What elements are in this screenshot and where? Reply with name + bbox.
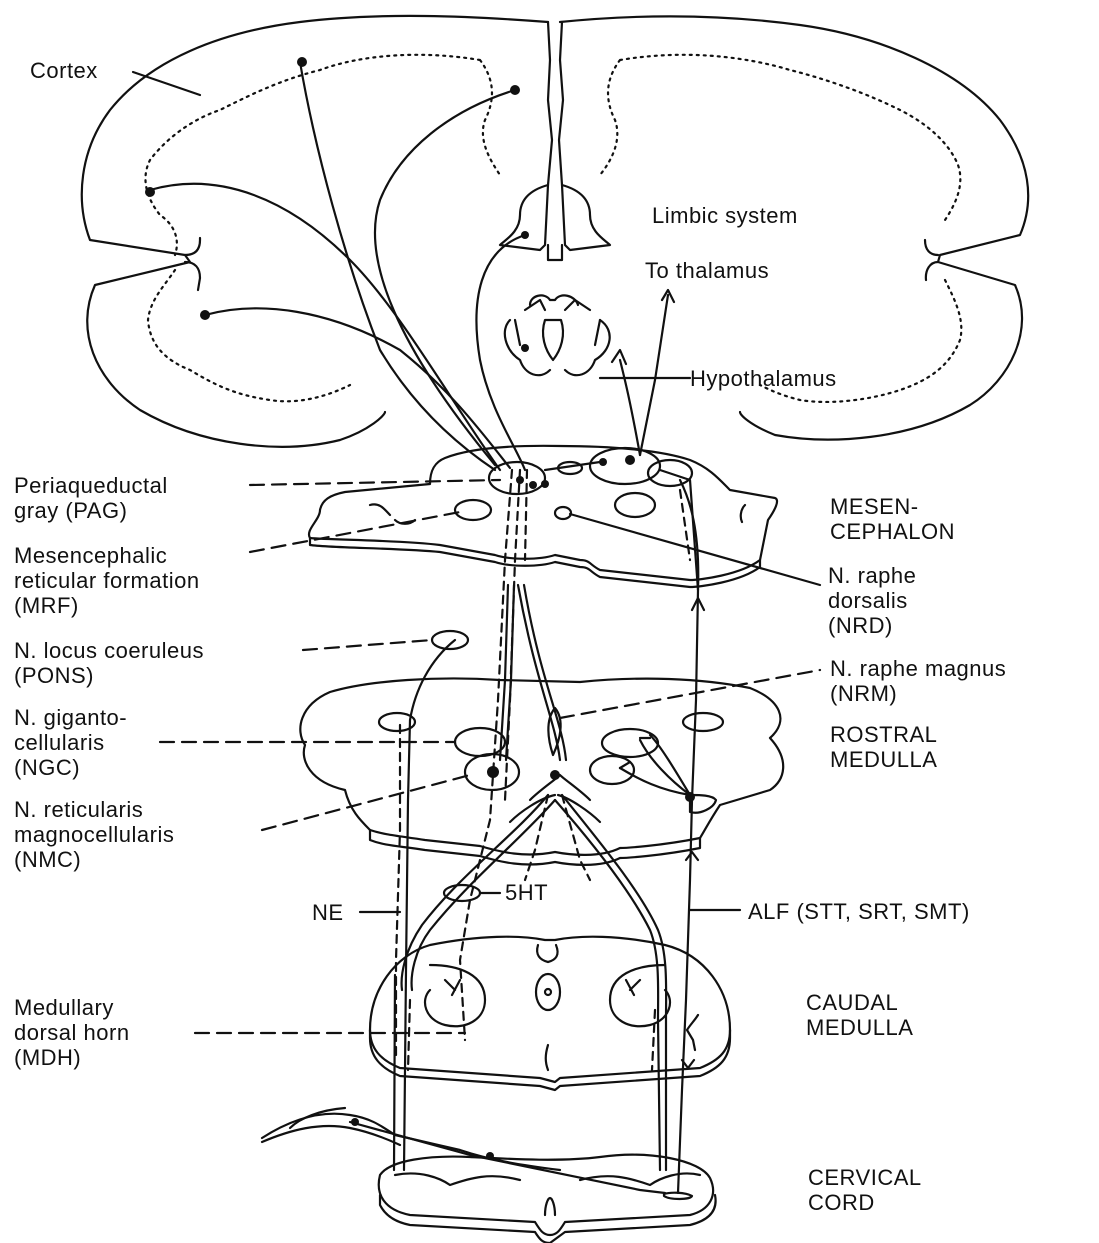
alf-ascending-tract (620, 470, 704, 1193)
neuron-dot (529, 481, 537, 489)
cortex-inner-left (145, 55, 500, 402)
label-hypothalamus: Hypothalamus (690, 366, 837, 391)
cortical-fibers (150, 62, 525, 470)
mesencephalon-slab (309, 446, 777, 587)
locus-coeruleus-ellipse (432, 631, 468, 649)
cortex-inner-right (600, 55, 961, 402)
neuron-dot (487, 766, 499, 778)
label-5ht: 5HT (505, 880, 548, 905)
neuron-dot (550, 770, 560, 780)
label-cortex: Cortex (30, 58, 98, 83)
label-locus-coeruleus: N. locus coeruleus(PONS) (14, 638, 204, 688)
label-ngc: N. giganto-cellularis(NGC) (14, 705, 127, 780)
neuron-dot (685, 792, 695, 802)
caudal-medulla-slab (370, 937, 730, 1090)
label-nrm: N. raphe magnus(NRM) (830, 656, 1006, 706)
neuron-dot (625, 455, 635, 465)
neuron-dot (541, 480, 549, 488)
neuron-dot (510, 85, 520, 95)
label-to-thalamus: To thalamus (645, 258, 769, 283)
label-mesencephalon: MESEN-CEPHALON (830, 494, 955, 544)
neuron-dot (516, 476, 524, 484)
label-limbic-system: Limbic system (652, 203, 798, 228)
rostral-medulla-slab (300, 679, 783, 865)
neuron-dot (297, 57, 307, 67)
neuron-dot (200, 310, 210, 320)
dorsal-root (262, 1114, 560, 1170)
neuron-dot (521, 231, 529, 239)
label-alf: ALF (STT, SRT, SMT) (748, 899, 970, 924)
label-ne: NE (312, 900, 344, 925)
neuron-dot (145, 187, 155, 197)
limbic-system-shape (500, 185, 610, 260)
hypothalamus-shape (505, 295, 610, 375)
neuron-dot (521, 344, 529, 352)
